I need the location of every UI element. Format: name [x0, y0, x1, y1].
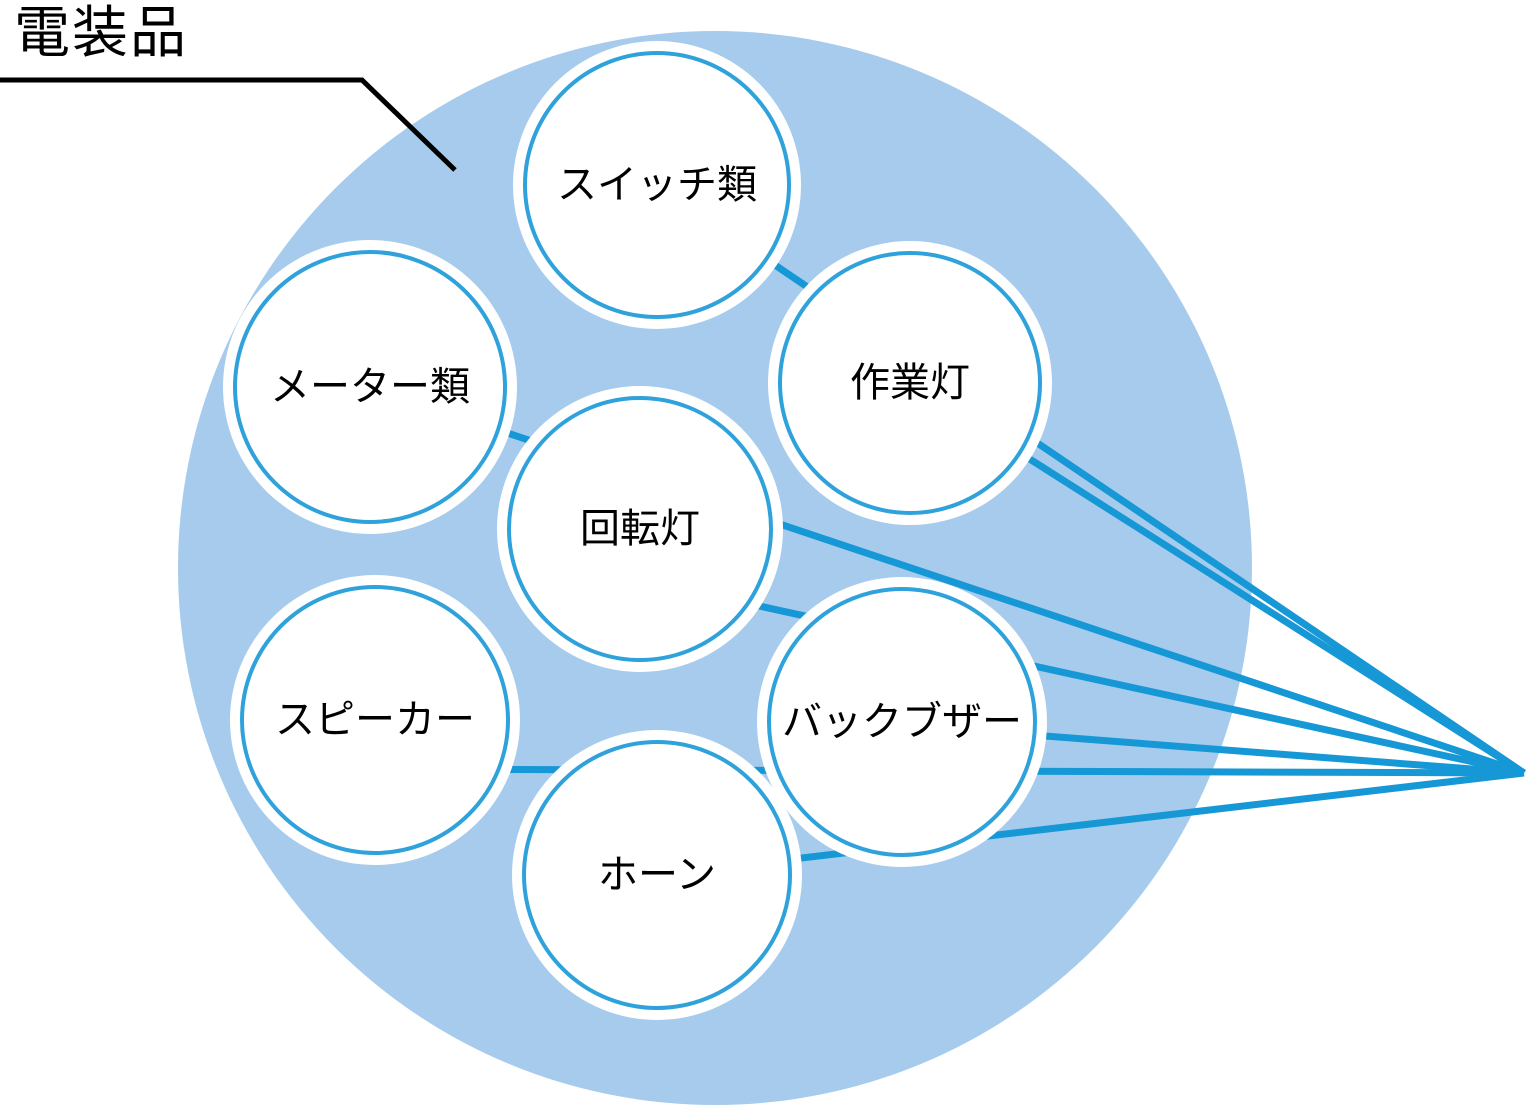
node-work-light: 作業灯 — [768, 241, 1052, 525]
connector-line-switches — [655, 182, 1526, 776]
node-meters: メーター類 — [223, 240, 517, 534]
node-horn: ホーン — [512, 730, 802, 1020]
node-label: 作業灯 — [850, 361, 970, 405]
node-label: スピーカー — [275, 698, 475, 742]
node-label: メーター類 — [270, 365, 470, 409]
node-circle — [240, 585, 510, 855]
connector-line-rotating-light — [639, 576, 1525, 777]
node-circle — [767, 587, 1037, 857]
diagram-title: 電装品 — [14, 1, 188, 64]
node-speaker: スピーカー — [230, 575, 520, 865]
connector-line-horn — [656, 769, 1525, 879]
node-label: スイッチ類 — [557, 163, 757, 207]
node-circle — [522, 740, 792, 1010]
node-back-buzzer: バックブザー — [757, 577, 1047, 867]
node-label: 回転灯 — [580, 507, 700, 551]
node-circle — [523, 51, 791, 319]
node-label: ホーン — [598, 853, 716, 897]
node-circle — [507, 396, 773, 662]
node-circle — [233, 250, 507, 524]
title-callout-line — [0, 77, 457, 172]
node-circle — [778, 251, 1042, 515]
node-label: バックブザー — [782, 700, 1022, 744]
node-switches: スイッチ類 — [513, 41, 801, 329]
node-rotating-light: 回転灯 — [497, 386, 783, 672]
